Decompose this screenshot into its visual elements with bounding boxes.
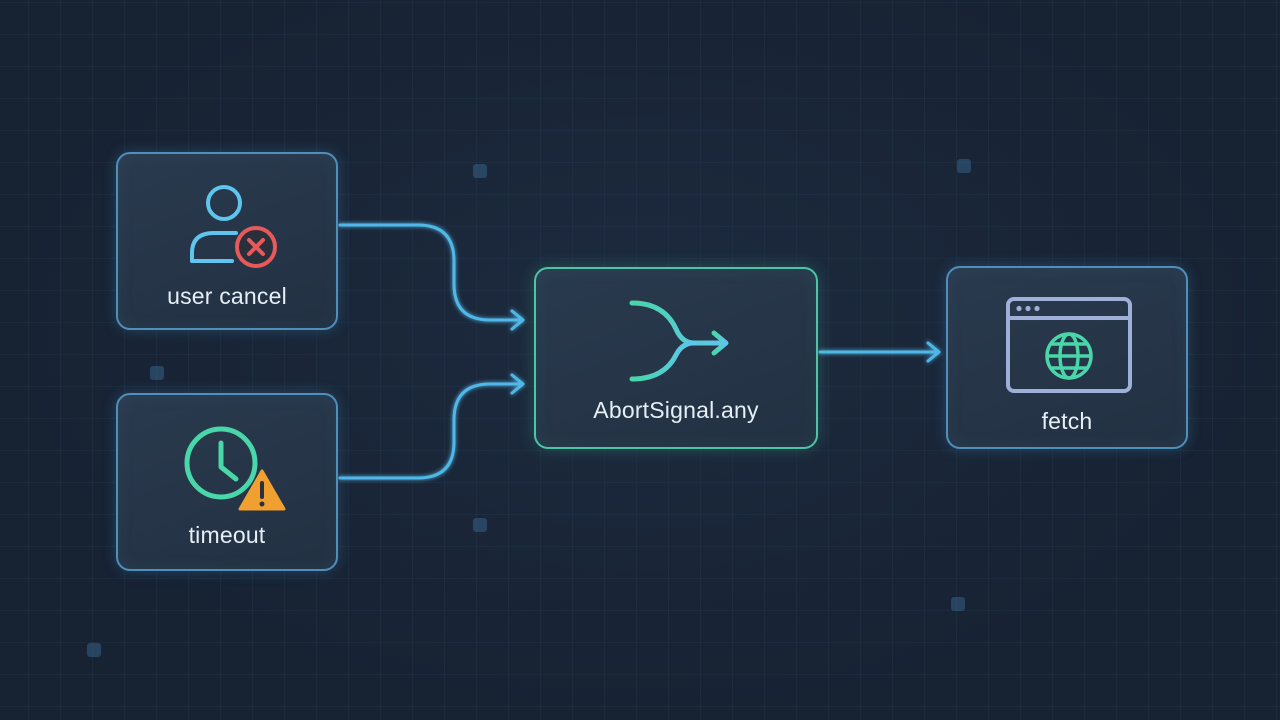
timeout-node[interactable]: timeout (116, 393, 338, 571)
fetch-node[interactable]: fetch (946, 266, 1188, 449)
grid-marker (957, 159, 971, 173)
grid-marker (87, 643, 101, 657)
clock-warning-icon (184, 426, 286, 511)
edge-fetch-arrowhead (926, 341, 941, 363)
grid-marker (150, 366, 164, 380)
timeout-label: timeout (188, 522, 266, 548)
user-cancel-node[interactable]: user cancel (116, 152, 338, 330)
edge-user-cancel-to-abortsignal-any (338, 223, 524, 322)
grid-marker (473, 164, 487, 178)
grid-marker (473, 518, 487, 532)
user-cancel-label: user cancel (167, 283, 287, 309)
merge-arrow-icon (629, 300, 729, 382)
abortsignal-any-label: AbortSignal.any (593, 397, 759, 423)
user-cancel-icon (190, 185, 277, 268)
fetch-label: fetch (1041, 408, 1093, 434)
grid-marker (951, 597, 965, 611)
edge-timeout-to-abortsignal-any (338, 382, 524, 480)
edge-user-cancel-arrowhead (510, 309, 525, 331)
browser-globe-icon (1006, 297, 1132, 393)
abortsignal-any-node[interactable]: AbortSignal.any (534, 267, 818, 449)
edge-timeout-arrowhead (510, 373, 525, 395)
